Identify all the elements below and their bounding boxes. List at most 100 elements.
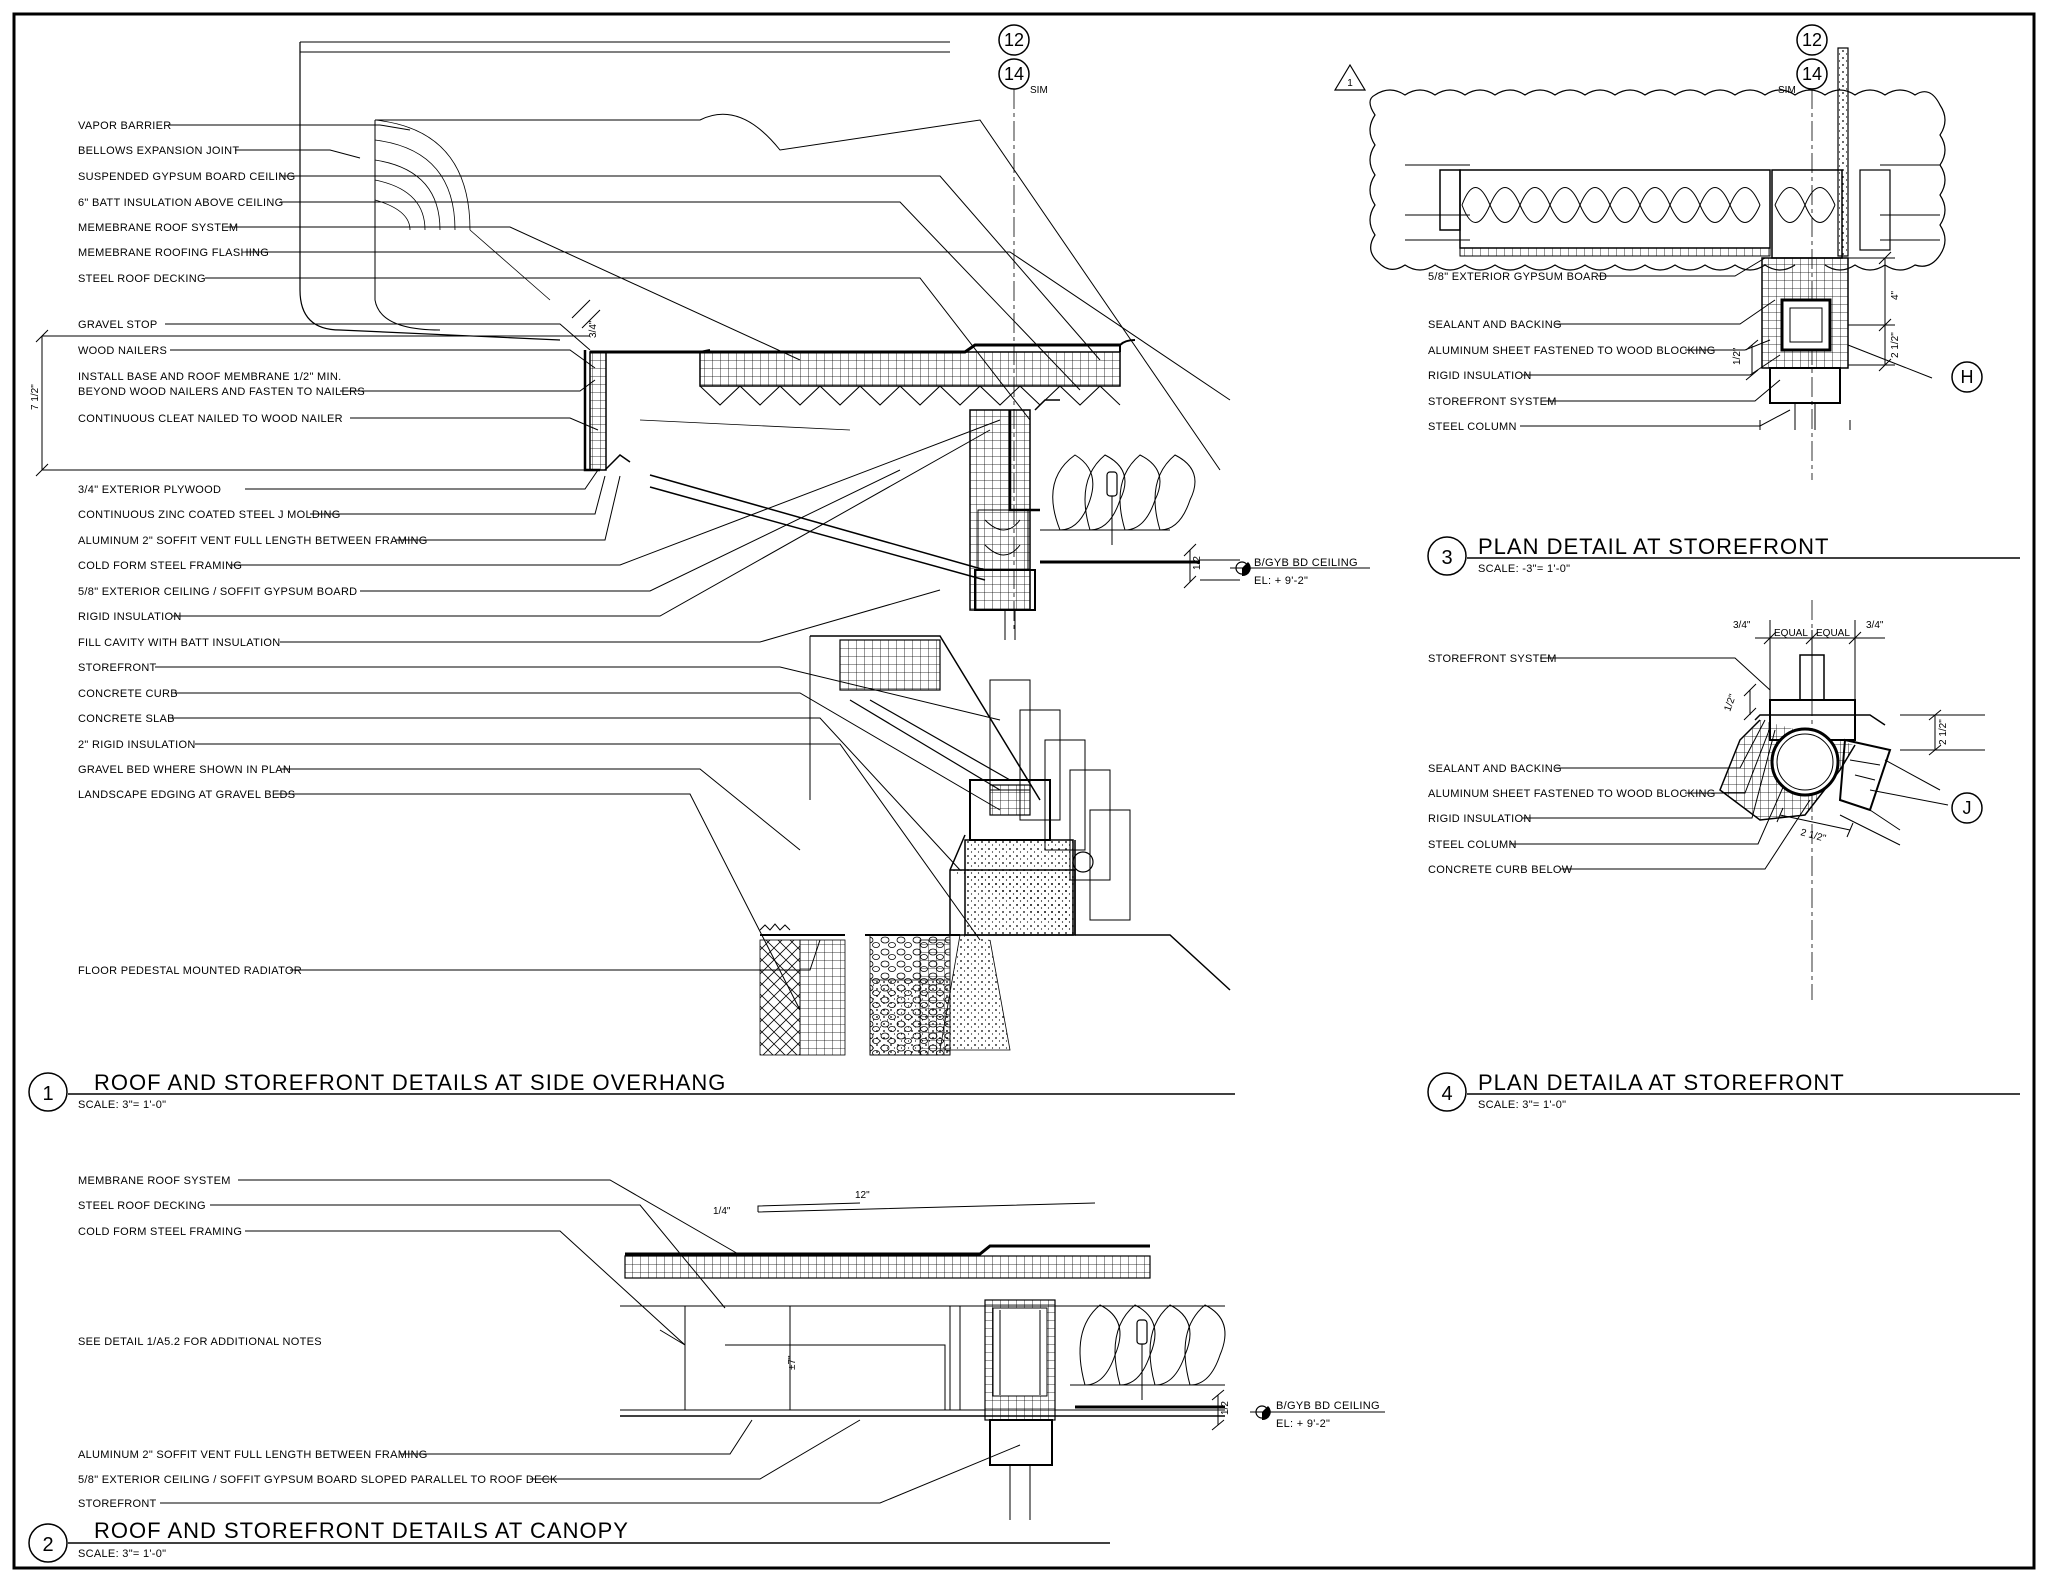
dimension-label: 4": [1890, 290, 1901, 300]
note: BEYOND WOOD NAILERS AND FASTEN TO NAILER…: [78, 386, 365, 398]
note: MEMBRANE ROOF SYSTEM: [78, 1175, 231, 1187]
note: GRAVEL BED WHERE SHOWN IN PLAN: [78, 764, 291, 776]
dimension-label: 3/4": [1866, 620, 1884, 631]
dimension-label: 2 1/2": [1799, 827, 1827, 844]
dimension-label: 1/2": [1732, 347, 1743, 365]
dimension-label: 1/2: [1192, 556, 1203, 570]
note: STOREFRONT SYSTEM: [1428, 653, 1557, 665]
slope-rise: 1/4": [713, 1206, 731, 1217]
note: CONTINUOUS CLEAT NAILED TO WOOD NAILER: [78, 413, 343, 425]
grid-reference-top: 12 14 SIM: [998, 24, 1048, 630]
note: LANDSCAPE EDGING AT GRAVEL BEDS: [78, 789, 295, 801]
note: STEEL COLUMN: [1428, 839, 1517, 851]
note: COLD FORM STEEL FRAMING: [78, 560, 242, 572]
detail-2-title-block: 2 ROOF AND STOREFRONT DETAILS AT CANOPY …: [28, 1518, 1110, 1563]
detail-3-title-block: 3 PLAN DETAIL AT STOREFRONT SCALE: -3"= …: [1427, 534, 2020, 576]
note: 3/4" EXTERIOR PLYWOOD: [78, 484, 221, 496]
note: GRAVEL STOP: [78, 319, 158, 331]
note: SEALANT AND BACKING: [1428, 763, 1562, 775]
note: SEE DETAIL 1/A5.2 FOR ADDITIONAL NOTES: [78, 1336, 322, 1348]
note: BELLOWS EXPANSION JOINT: [78, 145, 239, 157]
note: STOREFRONT: [78, 662, 157, 674]
note: SUSPENDED GYPSUM BOARD CEILING: [78, 171, 295, 183]
note: MEMEBRANE ROOF SYSTEM: [78, 222, 238, 234]
detail-scale: SCALE: -3"= 1'-0": [1478, 563, 1570, 575]
detail-title: PLAN DETAIL AT STOREFRONT: [1478, 534, 1829, 559]
detail-3: 1 12 14 SIM 5/8" E: [1333, 24, 2020, 576]
note: ALUMINUM 2" SOFFIT VENT FULL LENGTH BETW…: [78, 535, 428, 547]
note: FLOOR PEDESTAL MOUNTED RADIATOR: [78, 965, 302, 977]
dimension-label: 1/2": [1722, 692, 1738, 713]
note: STEEL ROOF DECKING: [78, 273, 206, 285]
note: STEEL COLUMN: [1428, 421, 1517, 433]
grid-tag-h: H: [1961, 367, 1974, 387]
detail-title: PLAN DETAILA AT STOREFRONT: [1478, 1070, 1845, 1095]
revision-cloud: [1369, 89, 1946, 271]
detail-1-title-block: 1 ROOF AND STOREFRONT DETAILS AT SIDE OV…: [28, 1070, 1235, 1112]
dimension-label: EQUAL: [1816, 628, 1850, 639]
note: VAPOR BARRIER: [78, 120, 172, 132]
note: STOREFRONT: [78, 1498, 157, 1510]
note: 5/8" EXTERIOR CEILING / SOFFIT GYPSUM BO…: [78, 1474, 558, 1486]
detail-number: 3: [1441, 547, 1452, 569]
detail-scale: SCALE: 3"= 1'-0": [78, 1099, 166, 1111]
note: STOREFRONT SYSTEM: [1428, 396, 1557, 408]
revision-number: 1: [1347, 78, 1353, 89]
note: 6" BATT INSULATION ABOVE CEILING: [78, 197, 283, 209]
dimension-label: 3/4": [1733, 620, 1751, 631]
detail-scale: SCALE: 3"= 1'-0": [78, 1548, 166, 1560]
detail-1: VAPOR BARRIER BELLOWS EXPANSION JOINT SU…: [28, 41, 1370, 1112]
detail-4-title-block: 4 PLAN DETAILA AT STOREFRONT SCALE: 3"= …: [1427, 1070, 2020, 1112]
note: CONCRETE SLAB: [78, 713, 175, 725]
dimension-label: 3/4": [588, 320, 599, 338]
dimension-label: 2 1/2": [1938, 719, 1949, 745]
ceiling-tag-line2: EL: + 9'-2": [1276, 1418, 1330, 1430]
detail-scale: SCALE: 3"= 1'-0": [1478, 1099, 1566, 1111]
detail-1-notes: VAPOR BARRIER BELLOWS EXPANSION JOINT SU…: [78, 120, 428, 977]
note: COLD FORM STEEL FRAMING: [78, 1226, 242, 1238]
note: RIGID INSULATION: [1428, 370, 1532, 382]
note: CONTINUOUS ZINC COATED STEEL J MOLDING: [78, 509, 341, 521]
grid-ref-number: 12: [1004, 30, 1024, 50]
sheet-border: [12, 12, 2036, 1570]
detail-title: ROOF AND STOREFRONT DETAILS AT CANOPY: [94, 1518, 629, 1543]
note: CONCRETE CURB: [78, 688, 178, 700]
ceiling-tag-line2: EL: + 9'-2": [1254, 575, 1308, 587]
note: ALUMINUM SHEET FASTENED TO WOOD BLOCKING: [1428, 788, 1716, 800]
grid-ref-number: 14: [1004, 64, 1024, 84]
dimension-label: 1/2: [1220, 1401, 1231, 1415]
detail-2-canopy: [620, 1244, 1226, 1520]
note: SEALANT AND BACKING: [1428, 319, 1562, 331]
detail-1-dims: [35, 299, 1240, 589]
detail-3-leaders: [1520, 257, 1791, 427]
detail-3-plan: [1405, 47, 1940, 430]
grid-tag-j: J: [1963, 798, 1972, 818]
dimension-label: ±7": [787, 1355, 798, 1370]
grid-ref-number: 14: [1802, 64, 1822, 84]
dimension-label: EQUAL: [1774, 628, 1808, 639]
grid-ref-sim: SIM: [1030, 85, 1048, 96]
detail-1-leaders: [155, 124, 1231, 1011]
detail-number: 4: [1441, 1083, 1452, 1105]
note: 5/8" EXTERIOR CEILING / SOFFIT GYPSUM BO…: [78, 586, 357, 598]
note: RIGID INSULATION: [78, 611, 182, 623]
note: CONCRETE CURB BELOW: [1428, 864, 1573, 876]
note: FILL CAVITY WITH BATT INSULATION: [78, 637, 281, 649]
note: ALUMINUM 2" SOFFIT VENT FULL LENGTH BETW…: [78, 1449, 428, 1461]
detail-title: ROOF AND STOREFRONT DETAILS AT SIDE OVER…: [94, 1070, 726, 1095]
note: INSTALL BASE AND ROOF MEMBRANE 1/2" MIN.: [78, 371, 341, 383]
detail-1-base: [759, 635, 1231, 1056]
note: STEEL ROOF DECKING: [78, 1200, 206, 1212]
ceiling-tag-line1: B/GYB BD CEILING: [1276, 1400, 1380, 1412]
ceiling-elevation-tag: B/GYB BD CEILING EL: + 9'-2": [1250, 1400, 1385, 1430]
detail-number: 2: [42, 1534, 53, 1556]
note: 5/8" EXTERIOR GYPSUM BOARD: [1428, 271, 1607, 283]
dimension-label: 2 1/2": [1890, 332, 1901, 358]
note: WOOD NAILERS: [78, 345, 167, 357]
detail-1-roof: [299, 41, 1221, 640]
detail-4-plan: [1719, 600, 1941, 1000]
note: RIGID INSULATION: [1428, 813, 1532, 825]
ceiling-elevation-tag: B/GYB BD CEILING EL: + 9'-2": [1230, 557, 1370, 587]
note: MEMEBRANE ROOFING FLASHING: [78, 247, 269, 259]
